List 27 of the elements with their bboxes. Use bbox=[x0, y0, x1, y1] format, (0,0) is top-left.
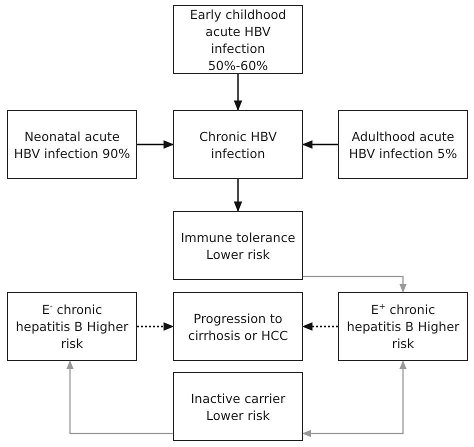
box-text: E$^{+}$ chronic hepatitis B Higher risk bbox=[346, 301, 460, 352]
arrow bbox=[234, 74, 242, 112]
process-box bbox=[173, 292, 303, 361]
box-text: Progression to cirrhosis or HCC bbox=[187, 310, 289, 344]
box-text: Chronic HBV infection bbox=[198, 128, 278, 162]
arrow bbox=[66, 360, 173, 434]
box-text: Adulthood acute HBV infection 5% bbox=[348, 128, 458, 162]
process-box bbox=[7, 292, 137, 361]
arrow bbox=[303, 276, 407, 293]
arrow bbox=[137, 140, 174, 149]
process-box bbox=[173, 211, 303, 280]
box-text: Neonatal acute HBV infection 90% bbox=[13, 128, 131, 162]
process-box bbox=[7, 110, 137, 179]
process-box bbox=[173, 372, 303, 441]
process-box bbox=[173, 110, 303, 179]
process-box bbox=[338, 292, 468, 361]
arrow bbox=[234, 179, 242, 212]
box-text: Immune tolerance Lower risk bbox=[180, 228, 296, 262]
box-text: E$^{-}$ chronic hepatitis B Higher risk bbox=[14, 301, 130, 352]
box-text: Early childhood acute HBV infection 50%-60% bbox=[188, 6, 288, 74]
arrow bbox=[302, 360, 407, 438]
process-box bbox=[338, 110, 468, 179]
process-box bbox=[173, 5, 303, 74]
dotted-arrow bbox=[302, 322, 338, 331]
box-text: Inactive carrier Lower risk bbox=[190, 390, 286, 424]
dotted-arrow bbox=[137, 322, 174, 331]
arrow bbox=[302, 140, 338, 149]
